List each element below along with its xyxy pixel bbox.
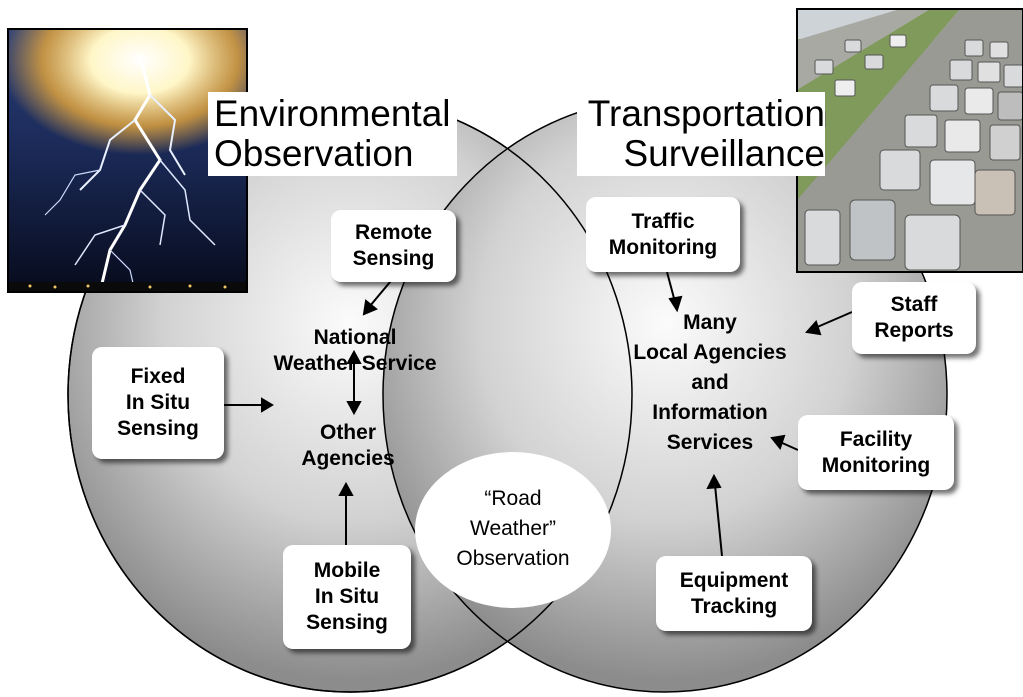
- local-line-5: Services: [666, 431, 754, 454]
- road-line-3: Observation: [456, 547, 570, 570]
- arrow-facility-to-local: [779, 441, 799, 451]
- title-right-line-1: Transportation: [587, 93, 825, 134]
- mobile-line-3: Sensing: [306, 611, 388, 634]
- box-fixed-in-situ-sensing: Fixed In Situ Sensing: [92, 347, 224, 459]
- title-transportation-surveillance: Transportation Surveillance: [577, 92, 825, 176]
- arrow-staff-to-local: [814, 311, 853, 329]
- label-national-weather-service: National Weather Service: [250, 325, 460, 377]
- box-traffic-monitoring: Traffic Monitoring: [586, 197, 740, 272]
- box-equipment-tracking: Equipment Tracking: [656, 556, 812, 631]
- fixed-line-2: In Situ: [125, 391, 191, 414]
- mobile-line-1: Mobile: [313, 559, 381, 582]
- road-line-1: “Road: [484, 487, 542, 510]
- staff-line-2: Reports: [874, 319, 954, 342]
- traffic-line-2: Monitoring: [608, 235, 718, 259]
- road-line-2: Weather”: [470, 517, 556, 540]
- local-line-2: Local Agencies: [633, 341, 787, 364]
- highway-traffic-photo: [797, 9, 1023, 272]
- road-weather-ellipse: [415, 452, 611, 608]
- label-many-local-agencies: Many Local Agencies and Information Serv…: [620, 308, 800, 458]
- box-remote-sensing: Remote Sensing: [331, 210, 456, 282]
- remote-line-2: Sensing: [352, 247, 435, 270]
- local-line-1: Many: [683, 311, 737, 334]
- title-right-line-2: Surveillance: [623, 133, 825, 174]
- arrow-traffic-to-local: [666, 271, 676, 303]
- label-other-agencies: Other Agencies: [290, 420, 406, 472]
- remote-line-1: Remote: [354, 221, 433, 244]
- nws-line-2: Weather Service: [273, 352, 437, 375]
- fixed-line-1: Fixed: [130, 365, 186, 388]
- staff-line-1: Staff: [890, 293, 938, 316]
- traffic-line-1: Traffic: [631, 209, 695, 233]
- other-line-2: Agencies: [301, 447, 395, 470]
- other-line-1: Other: [319, 421, 376, 444]
- equipment-line-1: Equipment: [679, 568, 789, 592]
- connector-arrows: [224, 271, 853, 557]
- nws-line-1: National: [313, 326, 397, 349]
- arrow-equipment-to-local: [714, 484, 723, 557]
- equipment-line-2: Tracking: [690, 594, 778, 618]
- title-left-line-2: Observation: [214, 133, 414, 174]
- facility-line-1: Facility: [839, 427, 913, 451]
- box-facility-monitoring: Facility Monitoring: [798, 415, 954, 490]
- title-environmental-observation: Environmental Observation: [208, 92, 457, 176]
- fixed-line-3: Sensing: [117, 417, 199, 440]
- label-road-weather-observation: “Road Weather” Observation: [430, 484, 596, 574]
- local-line-3: and: [691, 371, 729, 394]
- title-left-line-1: Environmental: [214, 93, 451, 134]
- lightning-photo: [8, 29, 247, 292]
- box-staff-reports: Staff Reports: [852, 282, 976, 354]
- mobile-line-2: In Situ: [314, 585, 380, 608]
- local-line-4: Information: [652, 401, 768, 424]
- box-mobile-in-situ-sensing: Mobile In Situ Sensing: [283, 545, 411, 649]
- facility-line-2: Monitoring: [821, 453, 931, 477]
